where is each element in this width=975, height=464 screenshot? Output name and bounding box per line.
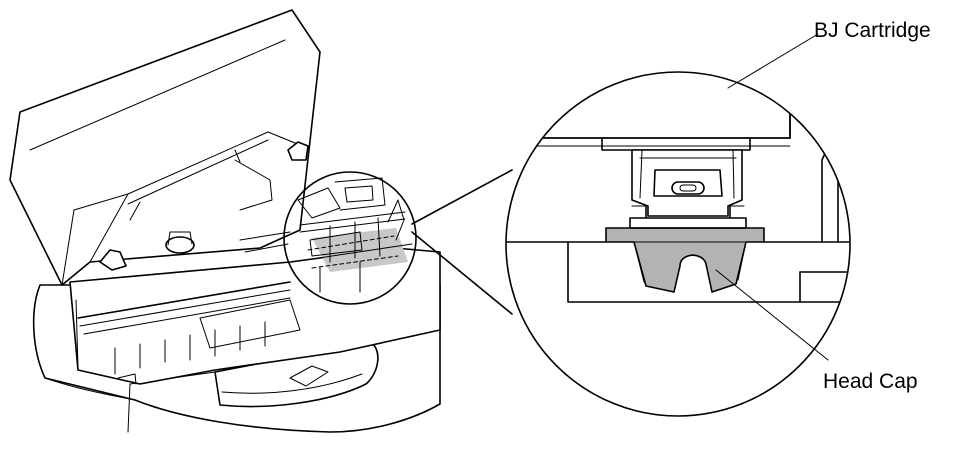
label-head-cap: Head Cap	[823, 370, 918, 393]
print-head	[631, 149, 743, 217]
printer	[9, 9, 441, 433]
head-cap	[605, 227, 765, 293]
magnifier-connector	[411, 169, 513, 225]
lid-hinge	[99, 141, 309, 271]
label-bj-cartridge: BJ Cartridge	[814, 19, 931, 42]
leader-bj-cartridge	[727, 33, 819, 89]
magnifier-large-outline	[505, 71, 851, 417]
bj-cartridge-body	[506, 72, 791, 139]
printer-lid	[9, 9, 321, 286]
magnifier-large	[505, 71, 851, 417]
leader-head-cap	[715, 269, 829, 361]
magnifier-small	[283, 169, 513, 315]
